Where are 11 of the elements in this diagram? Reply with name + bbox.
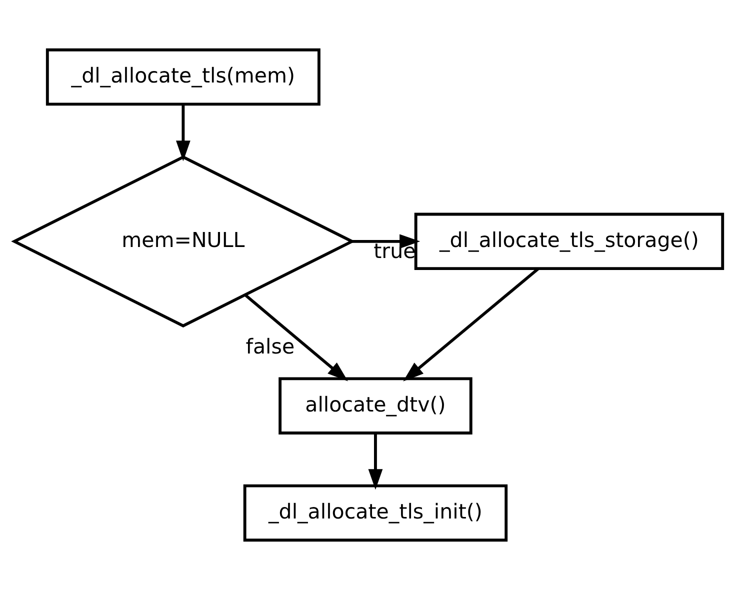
node-box: _dl_allocate_tls_init() (243, 484, 508, 542)
arrow (176, 104, 190, 162)
edge-label: false (246, 334, 295, 358)
node-box: _dl_allocate_tls_storage() (414, 212, 724, 270)
edge-label: true (374, 238, 416, 263)
node-box: allocate_dtv() (278, 377, 472, 434)
arrow (403, 268, 540, 382)
arrow (352, 234, 420, 249)
arrow (368, 433, 383, 490)
node-box: _dl_allocate_tls(mem) (46, 48, 320, 106)
arrow (244, 294, 348, 382)
